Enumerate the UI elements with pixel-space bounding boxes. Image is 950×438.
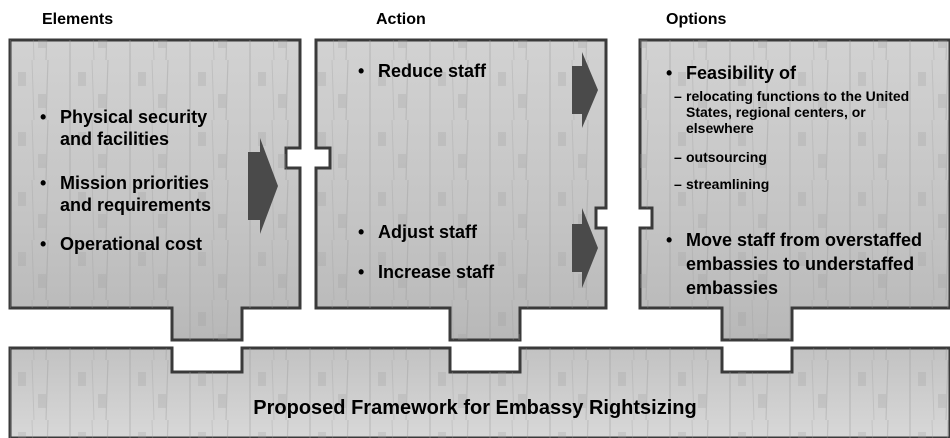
framework-title: Proposed Framework for Embassy Rightsizi… [253,397,697,419]
action-item-adjust-staff: Adjust staff [358,221,558,243]
options-subitem-streamlining: streamlining [674,176,936,192]
options-subitem-outsourcing: outsourcing [674,149,936,165]
elements-item-physical-security: Physical security and facilities [40,106,230,150]
action-item-increase-staff: Increase staff [358,261,558,283]
options-item-move-staff: Move staff from overstaffed embassies to… [666,228,936,300]
options-item-feasibility: Feasibility of [666,62,926,84]
arrow-reduce-staff [572,52,598,128]
action-item-reduce-staff: Reduce staff [358,60,558,82]
header-elements: Elements [42,11,114,28]
elements-item-operational-cost: Operational cost [40,233,230,255]
elements-item-mission-priorities: Mission priorities and requirements [40,172,230,216]
arrow-elements-to-action [248,138,278,234]
header-action: Action [376,11,426,28]
header-options: Options [666,11,727,28]
arrow-adjust-increase-staff [572,208,598,288]
options-subitem-relocating: relocating functions to the United State… [674,88,936,136]
